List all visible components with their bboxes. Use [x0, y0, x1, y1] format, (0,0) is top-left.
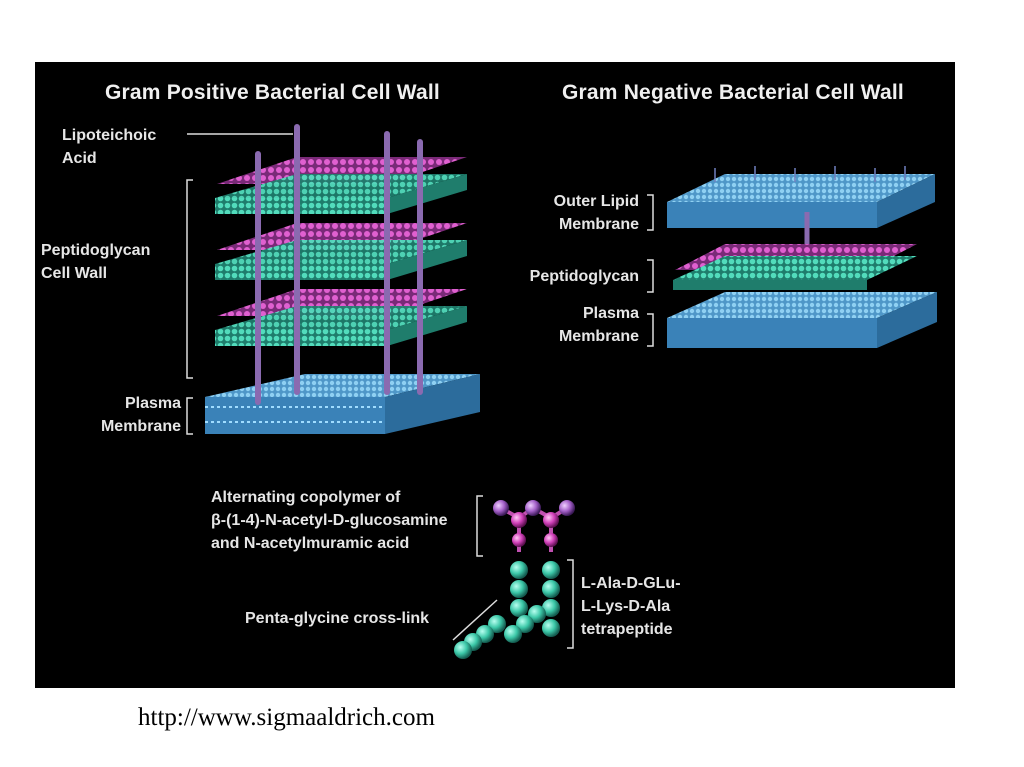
diagram-panel: Gram Positive Bacterial Cell Wall Gram N…	[35, 62, 955, 688]
gn-plasma-line1: Plasma	[529, 302, 639, 325]
gp-lipoteichoic-label: Lipoteichoic Acid	[62, 124, 156, 170]
gp-plasma-membrane	[205, 374, 480, 434]
gn-plasma-membrane	[667, 292, 937, 348]
gn-peptidoglycan-label: Peptidoglycan	[509, 265, 639, 288]
gp-plasma-line2: Membrane	[89, 415, 181, 438]
copolymer-line1: Alternating copolymer of	[211, 486, 447, 509]
gp-lipoteichoic-line1: Lipoteichoic	[62, 124, 156, 147]
copolymer-label: Alternating copolymer of β-(1-4)-N-acety…	[211, 486, 447, 555]
tetrapeptide-line2: L-Lys-D-Ala	[581, 595, 681, 618]
gn-outer-line2: Membrane	[529, 213, 639, 236]
gn-outer-line1: Outer Lipid	[529, 190, 639, 213]
cell-wall-diagram	[35, 62, 955, 688]
gp-brackets	[187, 180, 193, 434]
copolymer-line3: and N-acetylmuramic acid	[211, 532, 447, 555]
gp-peptidoglycan-line1: Peptidoglycan	[41, 239, 150, 262]
tetrapeptide-line1: L-Ala-D-GLu-	[581, 572, 681, 595]
gp-peptidoglycan-layer-middle	[215, 223, 467, 280]
gn-plasma-membrane-label: Plasma Membrane	[529, 302, 639, 348]
gn-brackets	[647, 195, 653, 346]
gp-plasma-membrane-label: Plasma Membrane	[89, 392, 181, 438]
tetrapeptide-line3: tetrapeptide	[581, 618, 681, 641]
gn-plasma-line2: Membrane	[529, 325, 639, 348]
gp-peptidoglycan-layer-bottom	[215, 289, 467, 346]
gp-peptidoglycan-line2: Cell Wall	[41, 262, 150, 285]
copolymer-line2: β-(1-4)-N-acetyl-D-glucosamine	[211, 509, 447, 532]
source-url: http://www.sigmaaldrich.com	[138, 704, 435, 732]
gp-peptidoglycan-layer-top	[215, 157, 467, 214]
gn-outer-membrane-label: Outer Lipid Membrane	[529, 190, 639, 236]
tetrapeptide-label: L-Ala-D-GLu- L-Lys-D-Ala tetrapeptide	[581, 572, 681, 641]
gp-lipoteichoic-line2: Acid	[62, 147, 156, 170]
gram-negative-title: Gram Negative Bacterial Cell Wall	[562, 81, 904, 105]
gram-positive-title: Gram Positive Bacterial Cell Wall	[105, 81, 440, 105]
gn-peptidoglycan	[673, 244, 917, 290]
gp-plasma-line1: Plasma	[89, 392, 181, 415]
crosslink-label: Penta-glycine cross-link	[245, 607, 429, 630]
gp-peptidoglycan-label: Peptidoglycan Cell Wall	[41, 239, 150, 285]
detail-molecule	[454, 500, 575, 659]
